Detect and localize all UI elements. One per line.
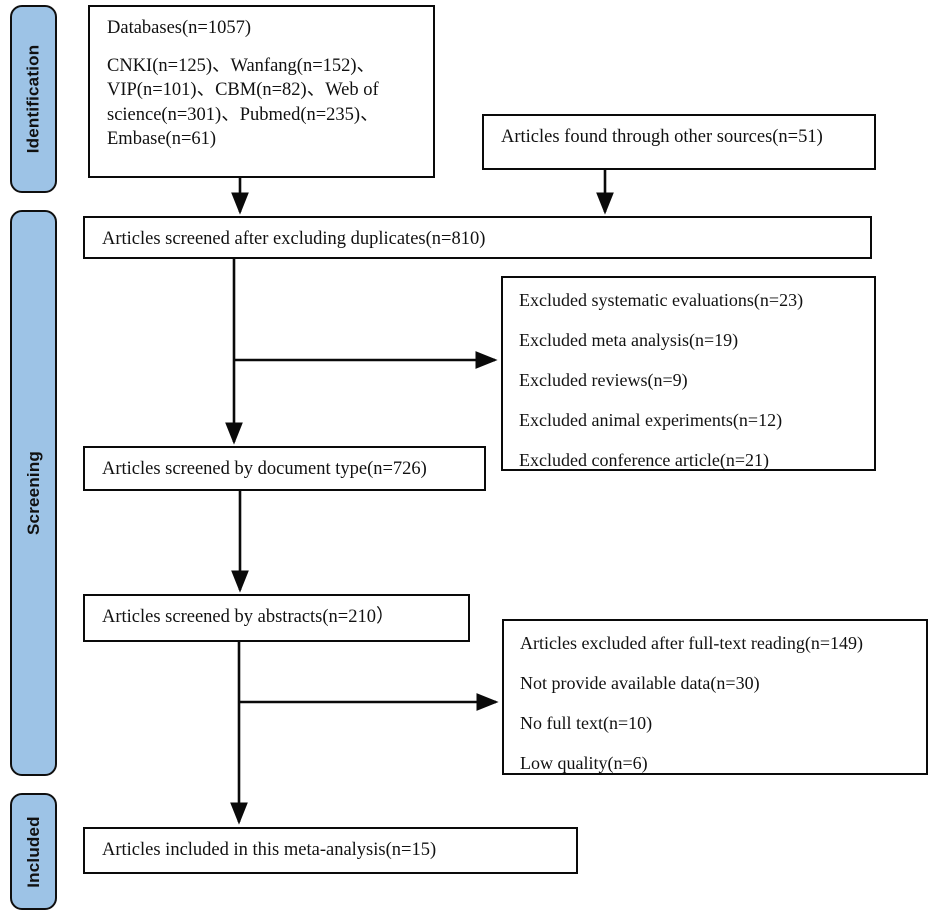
after-duplicates-line-0: Articles screened after excluding duplic… [102, 229, 486, 249]
databases-box: Databases(n=1057) CNKI(n=125)、Wanfang(n=… [88, 5, 435, 178]
stage-label-screening: Screening [23, 451, 43, 535]
databases-line-3: science(n=301)、Pubmed(n=235)、 [107, 104, 379, 125]
screened-by-document-type-box: Articles screened by document type(n=726… [83, 446, 486, 491]
excluded-full-text-line-2: No full text(n=10) [520, 712, 653, 733]
databases-line-1: CNKI(n=125)、Wanfang(n=152)、 [107, 55, 376, 76]
excluded-doc-type-line-3: Excluded animal experiments(n=12) [519, 409, 783, 430]
stage-label-identification: Identification [23, 44, 43, 154]
by-document-type-line-0: Articles screened by document type(n=726… [102, 459, 427, 479]
stage-bar-identification: Identification [10, 5, 57, 193]
databases-line-0: Databases(n=1057) [107, 18, 251, 38]
other-sources-box: Articles found through other sources(n=5… [482, 114, 876, 170]
excluded-doc-type-line-4: Excluded conference article(n=21) [519, 449, 770, 470]
excluded-doc-type-line-2: Excluded reviews(n=9) [519, 369, 688, 390]
screened-by-abstracts-box: Articles screened by abstracts(n=210） [83, 594, 470, 642]
excluded-full-text-line-0: Articles excluded after full-text readin… [520, 633, 864, 653]
excluded-full-text-line-3: Low quality(n=6) [520, 752, 648, 773]
included-final-line-0: Articles included in this meta-analysis(… [102, 840, 437, 860]
by-abstracts-line-0: Articles screened by abstracts(n=210） [102, 607, 395, 627]
other-sources-line-0: Articles found through other sources(n=5… [501, 127, 823, 147]
after-duplicates-box: Articles screened after excluding duplic… [83, 216, 872, 259]
excluded-doc-type-line-1: Excluded meta analysis(n=19) [519, 329, 739, 350]
stage-label-included: Included [23, 815, 43, 888]
stage-bar-screening: Screening [10, 210, 57, 776]
stage-bar-included: Included [10, 793, 57, 910]
excluded-full-text-line-1: Not provide available data(n=30) [520, 672, 760, 693]
excluded-document-type-box: Excluded systematic evaluations(n=23) Ex… [501, 276, 876, 471]
included-articles-box: Articles included in this meta-analysis(… [83, 827, 578, 874]
excluded-full-text-box: Articles excluded after full-text readin… [502, 619, 928, 775]
excluded-doc-type-line-0: Excluded systematic evaluations(n=23) [519, 290, 804, 310]
databases-line-4: Embase(n=61) [107, 129, 217, 150]
databases-line-2: VIP(n=101)、CBM(n=82)、Web of [107, 80, 379, 101]
